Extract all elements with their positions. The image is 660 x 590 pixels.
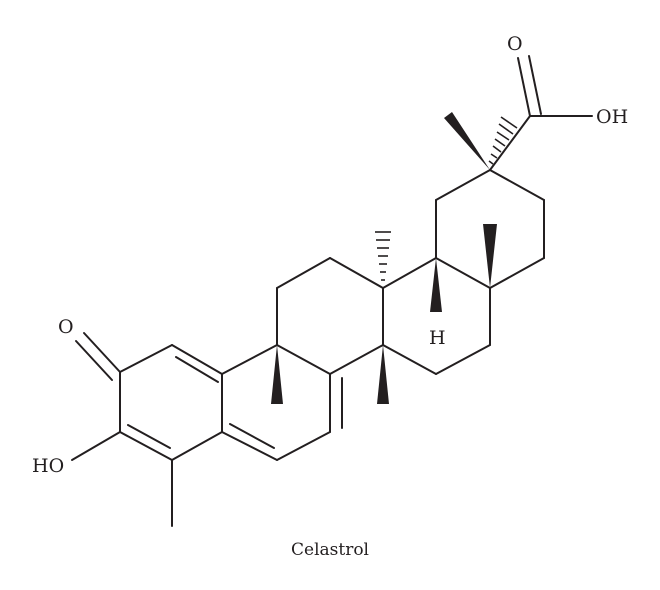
ring-b <box>221 344 343 461</box>
ring-c <box>276 257 384 375</box>
wedge-methyl-acid-carbon <box>444 112 490 170</box>
wedge-methyl-c18 <box>483 224 497 288</box>
ring-a-substituents <box>71 332 173 527</box>
hydrogen-label: H <box>429 327 446 349</box>
acid-hydroxyl-label: OH <box>596 106 628 128</box>
hashed-bond-acid <box>488 116 518 165</box>
carboxylic-acid-group <box>489 55 593 171</box>
phenol-hydroxyl-label: HO <box>32 455 64 477</box>
hashed-methyl-c14 <box>375 231 391 281</box>
wedge-bonds <box>271 112 497 404</box>
compound-name-caption: Celastrol <box>291 540 369 560</box>
wedge-methyl-c9 <box>271 345 283 404</box>
ring-e <box>435 169 545 289</box>
carbonyl-oxygen-label: O <box>507 33 523 55</box>
ketone-oxygen-label: O <box>58 316 74 338</box>
wedge-methyl-c13 <box>430 258 442 312</box>
ring-a <box>119 344 223 461</box>
ring-d <box>382 257 491 375</box>
wedge-methyl-c14-lower <box>377 345 389 404</box>
